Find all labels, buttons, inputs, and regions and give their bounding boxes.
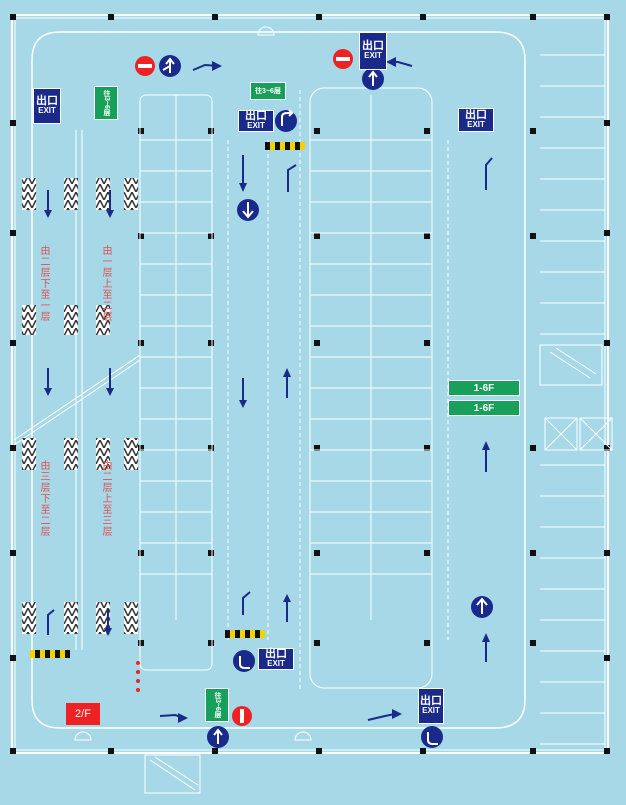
exit-sign-cn: 出口 <box>265 648 287 660</box>
elevator-sign-upper: 1-6F <box>448 380 520 396</box>
exit-sign-en: EXIT <box>38 106 56 115</box>
exit-sign-en: EXIT <box>467 120 485 129</box>
lane-dividers <box>227 90 449 690</box>
ramp-lanes <box>13 130 141 650</box>
exit-sign-top-right-center: 出口 EXIT <box>359 32 387 70</box>
exit-sign-en: EXIT <box>422 706 440 715</box>
outer-wall <box>11 14 609 754</box>
stairwell-bottom <box>144 754 201 794</box>
elevator-sign-lower: 1-6F <box>448 400 520 416</box>
exit-sign-bottom-right: 出口 EXIT <box>418 688 444 724</box>
elevator-sign-text: 1-6F <box>473 402 495 414</box>
stair-sign-bottom: 往3~6层 <box>205 688 229 722</box>
stair-sign-text: 往3~6层 <box>255 88 281 95</box>
exit-sign-top-left: 出口 EXIT <box>33 88 61 124</box>
parking-slots-left <box>140 139 212 575</box>
ramp-text-down-3-2: 由三层下至二层 <box>38 460 49 537</box>
ramp-text-down-1-2: 由二层下至一层 <box>38 245 49 322</box>
exit-sign-bottom-center: 出口 EXIT <box>258 648 294 670</box>
elevator-sign-text: 1-6F <box>473 382 495 394</box>
ramp-text-up-1-2: 由一层上至二层 <box>100 245 111 322</box>
parking-slots-right <box>540 54 605 745</box>
exit-sign-cn: 出口 <box>36 95 58 107</box>
stair-sign-left: 往3~6层 <box>94 86 118 120</box>
parking-slots-middle <box>310 139 432 575</box>
exit-sign-en: EXIT <box>364 51 382 60</box>
speed-bump-chevrons <box>22 178 138 634</box>
columns <box>10 14 610 754</box>
exit-sign-cn: 出口 <box>420 695 442 707</box>
exit-sign-top-center: 出口 EXIT <box>238 110 274 132</box>
barrier-gates <box>30 142 305 658</box>
stairwell-right <box>539 344 603 386</box>
elevators <box>544 417 613 451</box>
driveway-outline <box>31 31 526 729</box>
no-entry-signs <box>135 49 353 726</box>
stair-sign-top: 往3~6层 <box>250 82 286 100</box>
stair-sign-text: 往3~6层 <box>214 692 221 718</box>
fire-points <box>136 661 140 692</box>
lamp-icons <box>74 26 312 741</box>
exit-sign-cn: 出口 <box>245 110 267 122</box>
ramp-text-up-2-3: 由二层上至三层 <box>100 460 111 537</box>
exit-sign-en: EXIT <box>267 659 285 668</box>
exit-sign-cn: 出口 <box>362 40 384 52</box>
exit-sign-en: EXIT <box>247 121 265 130</box>
round-direction-signs <box>159 55 493 748</box>
exit-sign-right: 出口 EXIT <box>458 108 494 132</box>
direction-arrows <box>44 57 493 723</box>
stair-sign-text: 往3~6层 <box>103 90 110 116</box>
floor-label: 2/F <box>66 703 100 725</box>
exit-sign-cn: 出口 <box>465 109 487 121</box>
